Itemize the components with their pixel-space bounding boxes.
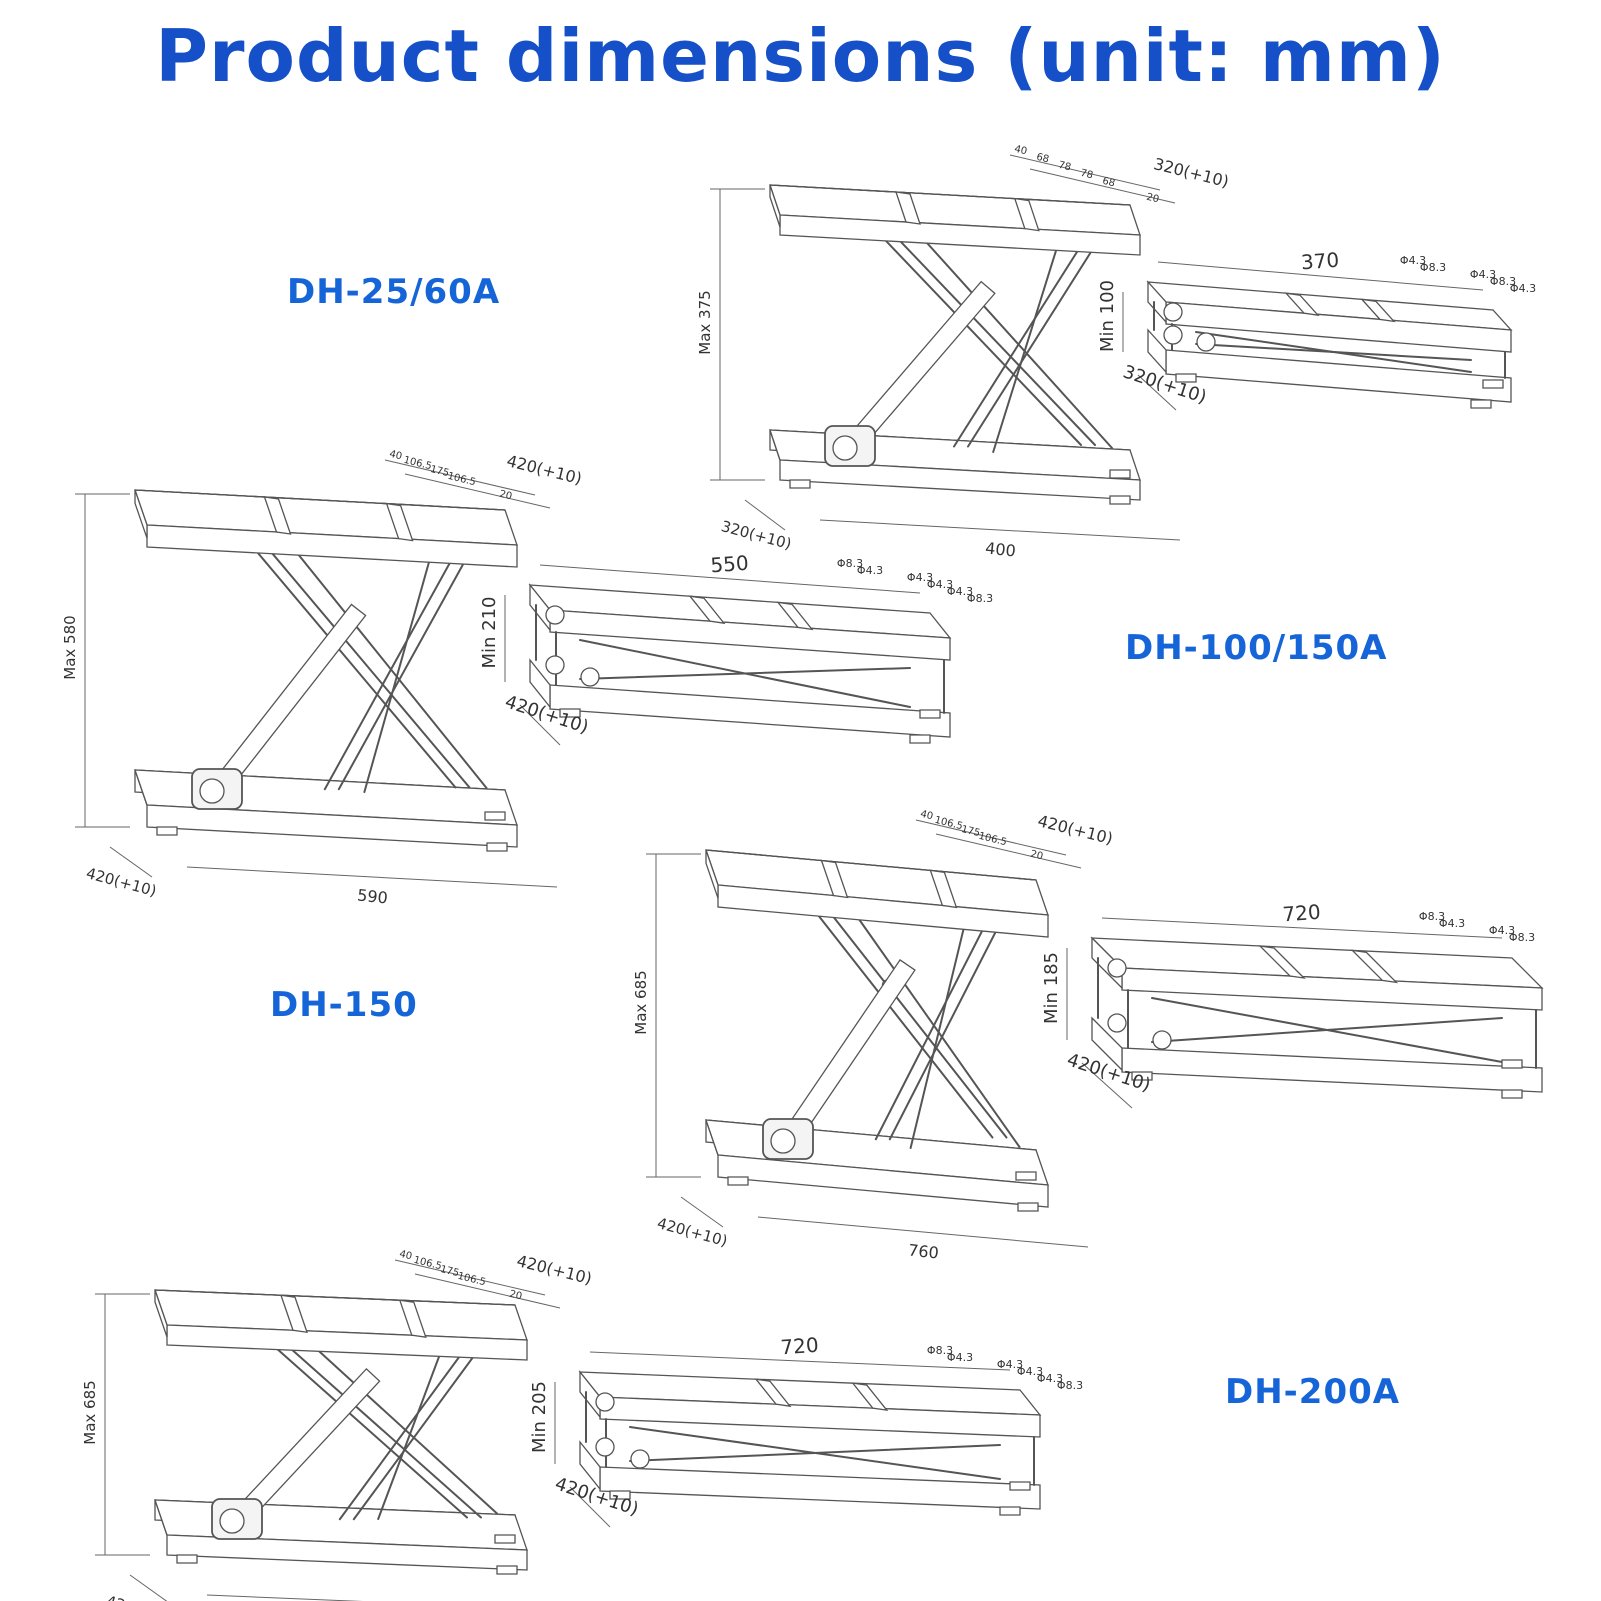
- max-height-label: Max 685: [81, 1380, 99, 1444]
- top-dimension-label: 20: [1145, 192, 1160, 206]
- hole-label: Φ8.3: [1490, 275, 1516, 288]
- max-height-label: Max 685: [632, 970, 650, 1034]
- length-label: 590: [356, 885, 388, 907]
- lowered-length-label: 550: [710, 551, 750, 578]
- top-dimension-label: 320(+10): [1152, 154, 1231, 191]
- lowered-length-label: 720: [1282, 900, 1322, 927]
- top-dimension-label: 40: [398, 1249, 413, 1263]
- model-label-dh-150: DH-150: [270, 985, 418, 1025]
- top-dimension-label: 68: [1101, 176, 1116, 190]
- hole-label: Φ8.3: [1419, 910, 1445, 923]
- top-dimension-label: 106.5: [412, 1255, 442, 1273]
- hole-label: Φ4.3: [947, 1351, 973, 1364]
- hole-label: Φ8.3: [927, 1344, 953, 1357]
- top-dimension-label: 175: [960, 824, 981, 839]
- hole-label: Φ4.3: [927, 578, 953, 591]
- top-dimension-label: 106.5: [402, 455, 432, 473]
- hole-label: Φ4.3: [1439, 917, 1465, 930]
- hole-label: Φ4.3: [907, 571, 933, 584]
- hole-label: Φ4.3: [997, 1358, 1023, 1371]
- min-height-label: Min 100: [1097, 280, 1118, 352]
- width-label: 420(+10): [84, 864, 158, 900]
- hole-label: Φ8.3: [837, 557, 863, 570]
- hole-label: Φ4.3: [1400, 254, 1426, 267]
- top-dimension-label: 20: [1029, 849, 1044, 863]
- hole-label: Φ8.3: [1509, 931, 1535, 944]
- width-label: 420(+10): [104, 1592, 178, 1601]
- raised-dh-200a: Max 685420(+10)76040106.5175106.5420(+10…: [81, 1249, 594, 1601]
- min-height-label: Min 205: [529, 1381, 550, 1453]
- top-dimension-label: 106.5: [933, 815, 963, 833]
- page-title: Product dimensions (unit: mm): [155, 14, 1446, 98]
- lowered-length-label: 720: [780, 1333, 820, 1360]
- hole-label: Φ4.3: [1489, 924, 1515, 937]
- hole-label: Φ8.3: [1057, 1379, 1083, 1392]
- max-height-label: Max 375: [696, 290, 714, 354]
- min-height-label: Min 185: [1041, 952, 1062, 1024]
- model-label-dh-200a: DH-200A: [1225, 1372, 1401, 1412]
- width-label: 420(+10): [655, 1214, 729, 1250]
- hole-label: Φ4.3: [857, 564, 883, 577]
- hole-label: Φ8.3: [1420, 261, 1446, 274]
- lowered-length-label: 370: [1300, 248, 1340, 275]
- top-dimension-label: 78: [1079, 168, 1094, 182]
- model-label-dh-25-60a: DH-25/60A: [287, 272, 501, 312]
- length-label: 760: [907, 1240, 939, 1262]
- top-dimension-label: 106.5: [977, 831, 1007, 849]
- top-dimension-label: 420(+10): [1036, 811, 1115, 848]
- top-dimension-label: 78: [1057, 160, 1072, 174]
- top-dimension-label: 68: [1035, 152, 1050, 166]
- hole-label: Φ4.3: [1510, 282, 1536, 295]
- top-dimension-label: 40: [919, 809, 934, 823]
- top-dimension-label: 175: [439, 1264, 460, 1279]
- top-dimension-label: 40: [388, 449, 403, 463]
- top-dimension-label: 40: [1013, 144, 1028, 158]
- hole-label: Φ4.3: [1470, 268, 1496, 281]
- top-dimension-label: 20: [508, 1289, 523, 1303]
- hole-label: Φ4.3: [947, 585, 973, 598]
- width-label: 320(+10): [719, 517, 793, 553]
- top-dimension-label: 420(+10): [515, 1251, 594, 1288]
- top-dimension-label: 420(+10): [505, 451, 584, 488]
- max-height-label: Max 580: [61, 615, 79, 679]
- top-dimension-label: 175: [429, 464, 450, 479]
- top-dimension-label: 20: [498, 489, 513, 503]
- length-label: 400: [984, 538, 1016, 560]
- hole-label: Φ4.3: [1037, 1372, 1063, 1385]
- top-dimension-label: 106.5: [446, 471, 476, 489]
- model-label-dh-100-150a: DH-100/150A: [1125, 628, 1388, 668]
- hole-label: Φ8.3: [967, 592, 993, 605]
- min-height-label: Min 210: [479, 596, 500, 668]
- top-dimension-label: 106.5: [456, 1271, 486, 1289]
- hole-label: Φ4.3: [1017, 1365, 1043, 1378]
